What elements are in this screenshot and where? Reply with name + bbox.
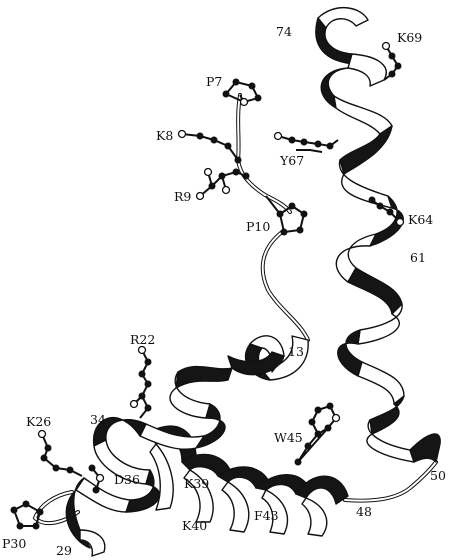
label-p10: P10: [246, 219, 270, 234]
helix-middle: [149, 425, 349, 537]
sidechain-r9: [195, 167, 250, 201]
label-f43: F43: [254, 508, 279, 523]
label-p7: P7: [206, 74, 222, 89]
sidechain-d36: [88, 464, 105, 494]
label-k69: K69: [397, 30, 422, 45]
label-k8: K8: [156, 128, 173, 143]
helix-left: [65, 365, 233, 557]
label-y67: Y67: [279, 153, 304, 168]
sidechain-k69: [381, 41, 402, 81]
label-n74: 74: [276, 24, 292, 39]
label-r9: R9: [174, 189, 191, 204]
label-n29: 29: [56, 543, 72, 558]
loop-coils: [32, 93, 438, 526]
label-p30: P30: [2, 536, 26, 551]
residue-labels: 74 K69 P7 K8 Y67 R9 P10 K64 61 13 R22 K2…: [2, 24, 446, 558]
label-d36: D36: [114, 472, 140, 487]
sidechain-r22: [129, 345, 152, 419]
label-n13: 13: [288, 344, 304, 359]
sidechain-k8: [177, 129, 242, 164]
label-n48: 48: [356, 504, 372, 519]
label-n50: 50: [430, 468, 446, 483]
label-k39: K39: [184, 476, 209, 491]
label-k40: K40: [182, 518, 207, 533]
sidechain-k64: [368, 196, 405, 227]
label-k26: K26: [26, 414, 51, 429]
sidechain-w45: [294, 402, 341, 466]
helix-c-terminal: [315, 6, 441, 463]
sidechain-y67: [273, 131, 339, 153]
label-r22: R22: [130, 332, 155, 347]
helix-short-13: [227, 335, 309, 381]
label-n34: 34: [90, 412, 106, 427]
label-n61: 61: [410, 250, 426, 265]
sidechain-p10: [265, 195, 308, 236]
sidechain-p30: [10, 500, 44, 530]
sidechain-p7: [222, 78, 262, 107]
sidechain-k26: [37, 429, 83, 477]
label-w45: W45: [274, 430, 303, 445]
label-k64: K64: [408, 212, 433, 227]
side-chains: [10, 41, 405, 530]
